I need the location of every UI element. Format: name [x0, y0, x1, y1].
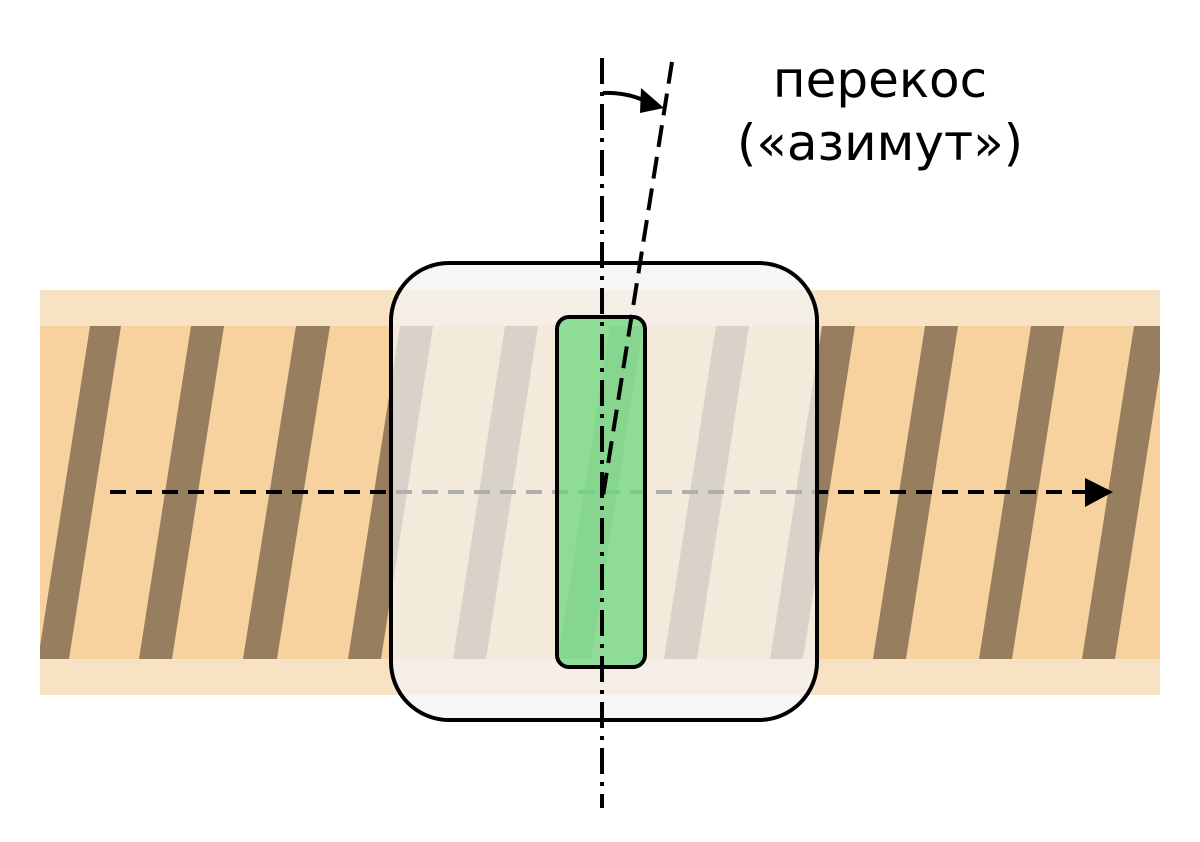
skew-label-line1: перекос [773, 51, 987, 109]
tape-stripe [139, 326, 224, 659]
tape-stripe [1082, 326, 1160, 659]
tape-stripe [243, 326, 330, 659]
skew-arrowhead [640, 88, 664, 113]
skewed-gap-axis [601, 61, 674, 497]
tape-stripe [873, 326, 958, 659]
skew-label-line2: («азимут») [737, 114, 1023, 172]
tape-stripe [40, 326, 121, 659]
arrow-right-icon [1085, 478, 1113, 507]
